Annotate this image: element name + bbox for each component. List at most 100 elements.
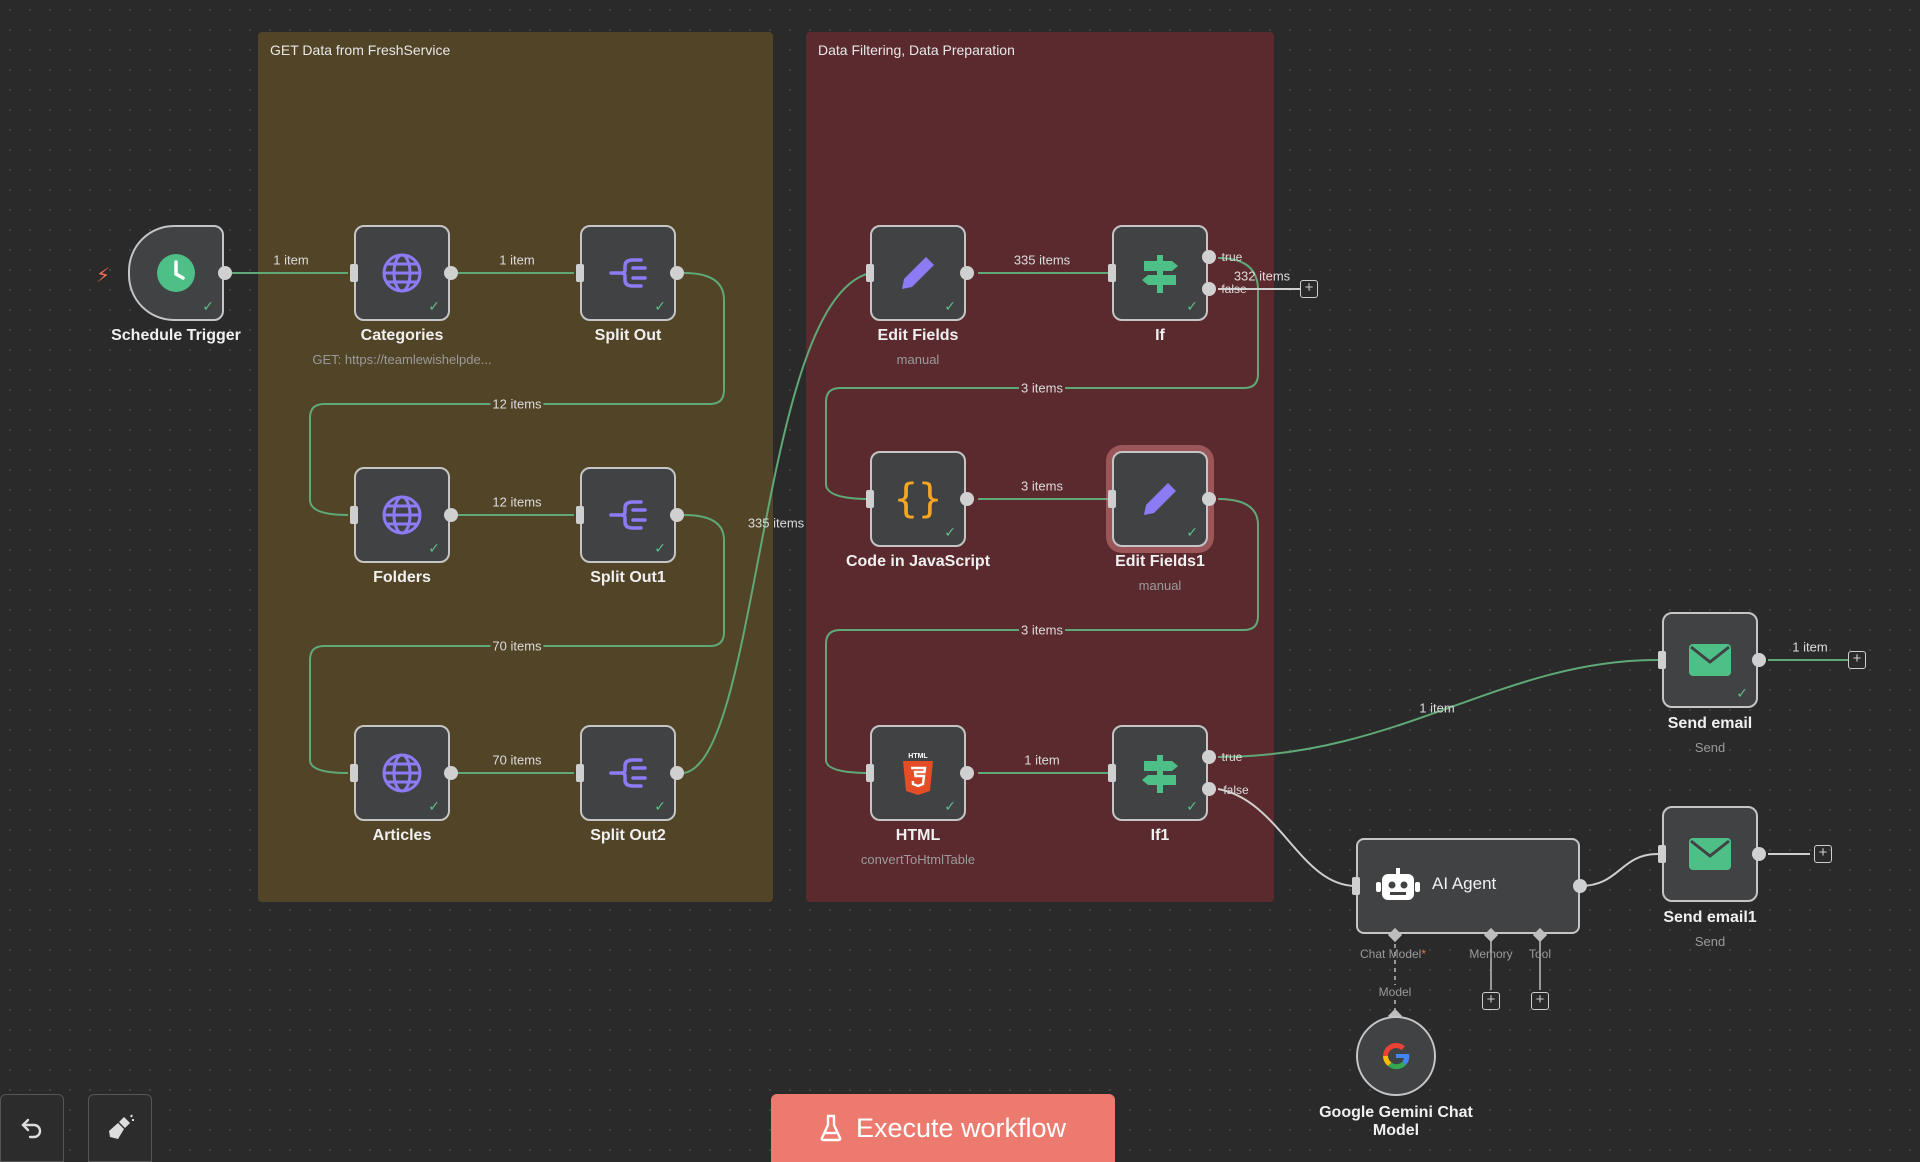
port-label-memory: Memory (1469, 947, 1512, 961)
input-handle[interactable] (1658, 651, 1666, 669)
output-handle-false[interactable] (1202, 782, 1216, 796)
node-split-out[interactable]: ✓ (580, 225, 676, 321)
wire-label: 70 items (490, 639, 543, 654)
node-schedule-trigger[interactable]: ✓ (128, 225, 224, 321)
branch-label-false: false (1221, 783, 1250, 797)
add-node-button[interactable]: + (1814, 845, 1832, 863)
branch-label-true: true (1220, 250, 1245, 264)
input-handle[interactable] (576, 506, 584, 524)
node-google-gemini[interactable] (1356, 1016, 1436, 1096)
wire-label: 1 item (1022, 753, 1061, 768)
input-handle[interactable] (866, 264, 874, 282)
node-split-out2[interactable]: ✓ (580, 725, 676, 821)
input-handle[interactable] (866, 490, 874, 508)
output-handle[interactable] (1752, 847, 1766, 861)
pencil-icon (1138, 477, 1182, 521)
add-memory-button[interactable]: + (1482, 992, 1500, 1010)
execute-workflow-button[interactable]: Execute workflow (771, 1094, 1115, 1162)
node-label: Split Out1 (508, 569, 748, 587)
node-articles[interactable]: ✓ (354, 725, 450, 821)
input-handle[interactable] (1352, 877, 1360, 895)
input-handle[interactable] (1108, 264, 1116, 282)
wire (1580, 854, 1658, 886)
node-label: Folders (282, 569, 522, 587)
output-handle[interactable] (670, 266, 684, 280)
input-handle[interactable] (350, 764, 358, 782)
output-handle[interactable] (960, 766, 974, 780)
success-check-icon: ✓ (654, 298, 666, 315)
undo-icon (19, 1115, 45, 1141)
node-folders[interactable]: ✓ (354, 467, 450, 563)
output-handle-true[interactable] (1202, 750, 1216, 764)
node-code-javascript[interactable]: {} ✓ (870, 451, 966, 547)
node-edit-fields[interactable]: ✓ (870, 225, 966, 321)
add-tool-button[interactable]: + (1531, 992, 1549, 1010)
output-handle[interactable] (960, 266, 974, 280)
port-label-chat-model: Chat Model* (1360, 947, 1426, 961)
input-handle[interactable] (350, 506, 358, 524)
success-check-icon: ✓ (428, 298, 440, 315)
add-node-button[interactable]: + (1848, 651, 1866, 669)
output-handle[interactable] (670, 508, 684, 522)
success-check-icon: ✓ (1186, 798, 1198, 815)
success-check-icon: ✓ (202, 298, 214, 315)
input-handle[interactable] (1108, 764, 1116, 782)
undo-button[interactable] (0, 1094, 64, 1162)
output-handle[interactable] (444, 508, 458, 522)
node-label: Google Gemini Chat Model (1316, 1104, 1476, 1140)
node-label: Edit Fields1 (1040, 553, 1280, 571)
output-handle[interactable] (1573, 879, 1587, 893)
node-label: Split Out (508, 327, 748, 345)
node-label: If (1040, 327, 1280, 345)
tidy-up-button[interactable] (88, 1094, 152, 1162)
input-handle[interactable] (1108, 490, 1116, 508)
input-handle[interactable] (576, 764, 584, 782)
wire-label: 3 items (1019, 623, 1065, 638)
add-node-button[interactable]: + (1300, 280, 1318, 298)
output-handle[interactable] (1752, 653, 1766, 667)
node-send-email1[interactable] (1662, 806, 1758, 902)
input-handle[interactable] (350, 264, 358, 282)
output-handle[interactable] (670, 766, 684, 780)
wire-label: 332 items (1232, 269, 1292, 284)
output-handle[interactable] (218, 266, 232, 280)
envelope-icon (1688, 643, 1732, 677)
node-label: Edit Fields (798, 327, 1038, 345)
node-ai-agent[interactable]: AI Agent (1356, 838, 1580, 934)
node-split-out1[interactable]: ✓ (580, 467, 676, 563)
wire-label: 70 items (490, 753, 543, 768)
wire-label: 3 items (1019, 381, 1065, 396)
input-handle[interactable] (866, 764, 874, 782)
node-label: AI Agent (1432, 874, 1496, 894)
wire-label: 1 item (1417, 701, 1456, 716)
wire-label: 1 item (1790, 640, 1829, 655)
svg-text:HTML: HTML (908, 753, 928, 760)
node-categories[interactable]: ✓ (354, 225, 450, 321)
node-send-email[interactable]: ✓ (1662, 612, 1758, 708)
output-handle[interactable] (444, 766, 458, 780)
node-label: HTML (798, 827, 1038, 845)
node-subtitle: Send (1580, 740, 1840, 755)
output-handle-true[interactable] (1202, 250, 1216, 264)
output-handle[interactable] (960, 492, 974, 506)
node-label: Schedule Trigger (56, 327, 296, 345)
trigger-bolt-icon: ⚡ (96, 263, 110, 288)
group-get-data[interactable]: GET Data from FreshService (258, 32, 773, 902)
output-handle[interactable] (1202, 492, 1216, 506)
success-check-icon: ✓ (428, 798, 440, 815)
pencil-icon (896, 251, 940, 295)
port-label-model: Model (1379, 985, 1412, 999)
output-handle-false[interactable] (1202, 282, 1216, 296)
globe-icon (381, 494, 423, 536)
output-handle[interactable] (444, 266, 458, 280)
node-label: Categories (282, 327, 522, 345)
node-if1[interactable]: ✓ (1112, 725, 1208, 821)
input-handle[interactable] (576, 264, 584, 282)
node-html[interactable]: HTML ✓ (870, 725, 966, 821)
node-subtitle: manual (1030, 578, 1290, 593)
node-edit-fields1[interactable]: ✓ (1112, 451, 1208, 547)
group-title: Data Filtering, Data Preparation (818, 42, 1015, 58)
node-if[interactable]: ✓ (1112, 225, 1208, 321)
input-handle[interactable] (1658, 845, 1666, 863)
